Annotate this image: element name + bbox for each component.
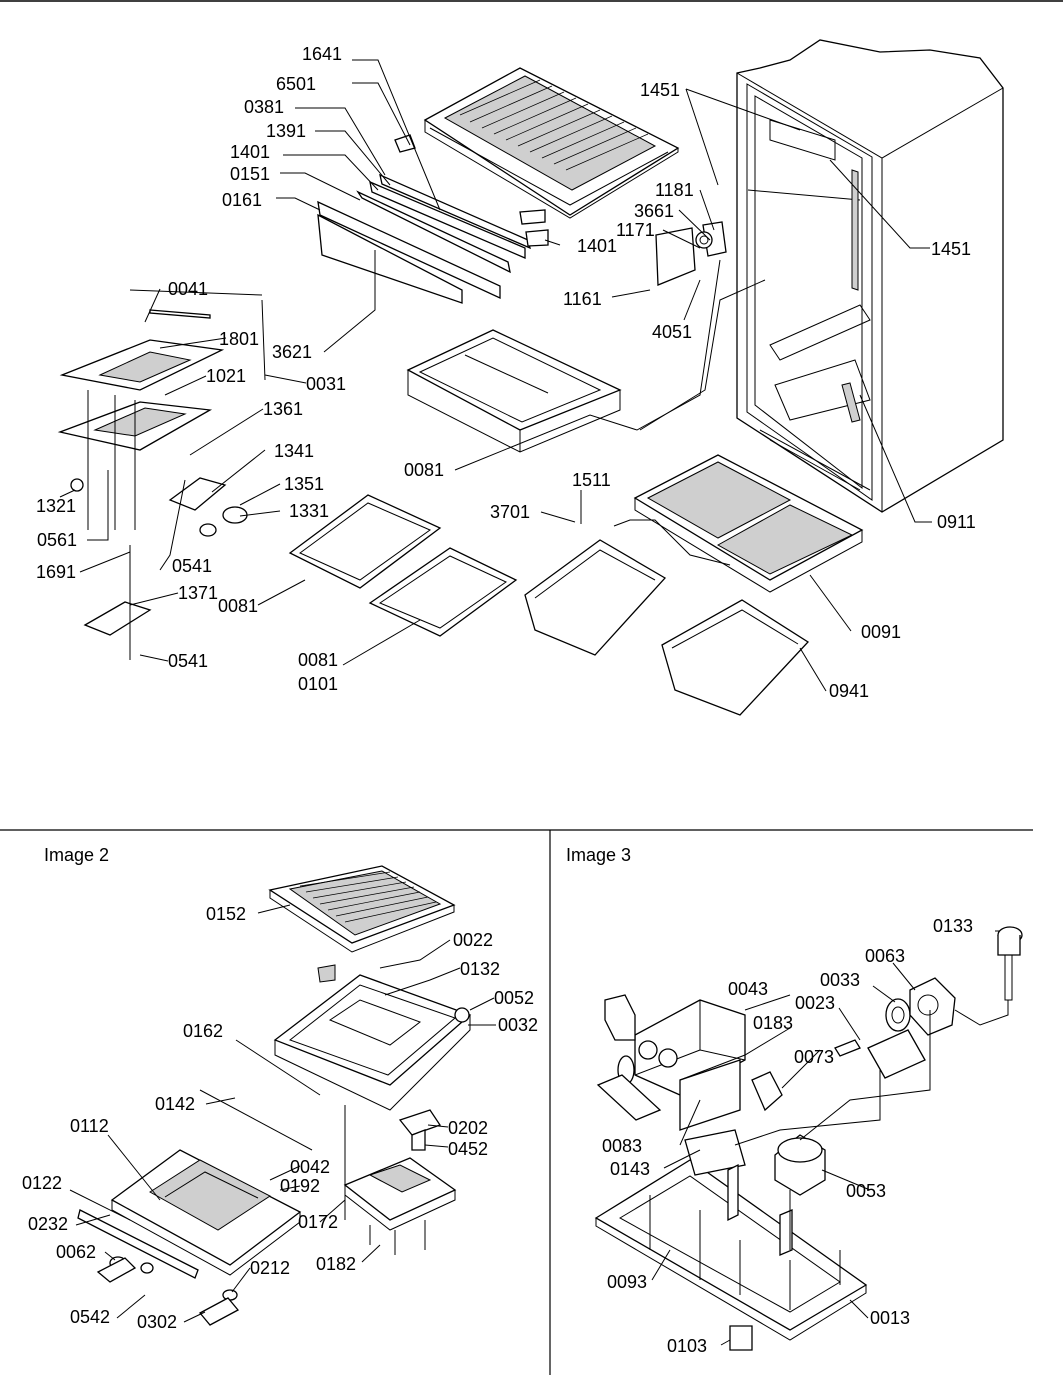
control-assembly — [57, 289, 266, 660]
main-callouts: 1641 6501 0381 1391 1401 0151 0161 1451 … — [36, 44, 976, 701]
callout-1401-right: 1401 — [577, 236, 617, 256]
callout-3621: 3621 — [272, 342, 312, 362]
callout-0093: 0093 — [607, 1272, 647, 1292]
callout-0151: 0151 — [230, 164, 270, 184]
callout-0212: 0212 — [250, 1258, 290, 1278]
callout-0911: 0911 — [937, 512, 976, 532]
top-shelf-1641 — [423, 67, 680, 219]
callout-0183: 0183 — [753, 1013, 793, 1033]
callout-1351: 1351 — [284, 474, 324, 494]
callout-1401: 1401 — [230, 142, 270, 162]
callout-0081-upper: 0081 — [404, 460, 444, 480]
callout-0381: 0381 — [244, 97, 284, 117]
callout-0101: 0101 — [298, 674, 338, 694]
callout-0042: 0042 — [290, 1157, 330, 1177]
callout-0162: 0162 — [183, 1021, 223, 1041]
callout-0031: 0031 — [306, 374, 346, 394]
callout-1451-top: 1451 — [640, 80, 680, 100]
callout-0112: 0112 — [70, 1116, 109, 1136]
callout-3701: 3701 — [490, 502, 530, 522]
callout-0182: 0182 — [316, 1254, 356, 1274]
callout-0541: 0541 — [172, 556, 212, 576]
cabinet-drawing — [736, 39, 1004, 513]
callout-0043: 0043 — [728, 979, 768, 999]
image3-exploded-view: 0133 0063 0043 0033 0023 0183 0073 0083 … — [594, 916, 1023, 1356]
callout-0083: 0083 — [602, 1136, 642, 1156]
callout-4051: 4051 — [652, 322, 692, 342]
callout-0941: 0941 — [829, 681, 869, 701]
callout-0541-bottom: 0541 — [168, 651, 208, 671]
callout-0052: 0052 — [494, 988, 534, 1008]
callout-6501: 6501 — [276, 74, 316, 94]
main-exploded-view: 1641 6501 0381 1391 1401 0151 0161 1451 … — [36, 39, 1004, 716]
callout-1641: 1641 — [302, 44, 342, 64]
mullion-parts — [317, 134, 727, 304]
callout-1341: 1341 — [274, 441, 314, 461]
callout-1511: 1511 — [572, 470, 611, 490]
callout-0122: 0122 — [22, 1173, 62, 1193]
callout-1181: 1181 — [655, 180, 694, 200]
callout-1021: 1021 — [206, 366, 246, 386]
upper-shelf-0081 — [406, 329, 622, 453]
callout-0202: 0202 — [448, 1118, 488, 1138]
callout-0032: 0032 — [498, 1015, 538, 1035]
image3-title: Image 3 — [566, 845, 631, 865]
callout-0022: 0022 — [453, 930, 493, 950]
image2-title: Image 2 — [44, 845, 109, 865]
callout-0561: 0561 — [37, 530, 77, 550]
callout-1391: 1391 — [266, 121, 306, 141]
crisper-frame-0091 — [633, 454, 864, 593]
image2-exploded-view: 0152 0022 0132 0052 0032 0162 0142 0202 … — [22, 865, 538, 1332]
main-leader-lines — [59, 59, 932, 692]
callout-0152: 0152 — [206, 904, 246, 924]
callout-1321: 1321 — [36, 496, 76, 516]
callout-0192: 0192 — [280, 1176, 320, 1196]
callout-0172: 0172 — [298, 1212, 338, 1232]
callout-1691: 1691 — [36, 562, 76, 582]
callout-0161: 0161 — [222, 190, 262, 210]
callout-0143: 0143 — [610, 1159, 650, 1179]
callout-0133: 0133 — [933, 916, 973, 936]
callout-1371: 1371 — [178, 583, 218, 603]
callout-0081-right: 0081 — [218, 596, 258, 616]
callout-0041: 0041 — [168, 279, 208, 299]
callout-0073: 0073 — [794, 1047, 834, 1067]
callout-0063: 0063 — [865, 946, 905, 966]
callout-1331: 1331 — [289, 501, 329, 521]
callout-0142: 0142 — [155, 1094, 195, 1114]
crisper-drawers-0941 — [524, 539, 810, 716]
callout-3661: 3661 — [634, 201, 674, 221]
callout-1361: 1361 — [263, 399, 303, 419]
callout-0452: 0452 — [448, 1139, 488, 1159]
callout-0103: 0103 — [667, 1336, 707, 1356]
lower-shelves-0081 — [288, 494, 518, 637]
callout-1161: 1161 — [563, 289, 602, 309]
callout-0091: 0091 — [861, 622, 901, 642]
callout-0542: 0542 — [70, 1307, 110, 1327]
callout-0302: 0302 — [137, 1312, 177, 1332]
callout-0013: 0013 — [870, 1308, 910, 1328]
callout-0081-lower: 0081 — [298, 650, 338, 670]
callout-1451-right: 1451 — [931, 239, 971, 259]
callout-0132: 0132 — [460, 959, 500, 979]
callout-0033: 0033 — [820, 970, 860, 990]
callout-1801: 1801 — [219, 329, 259, 349]
callout-0232: 0232 — [28, 1214, 68, 1234]
callout-1171: 1171 — [616, 220, 655, 240]
callout-0023: 0023 — [795, 993, 835, 1013]
callout-0062: 0062 — [56, 1242, 96, 1262]
callout-0053: 0053 — [846, 1181, 886, 1201]
